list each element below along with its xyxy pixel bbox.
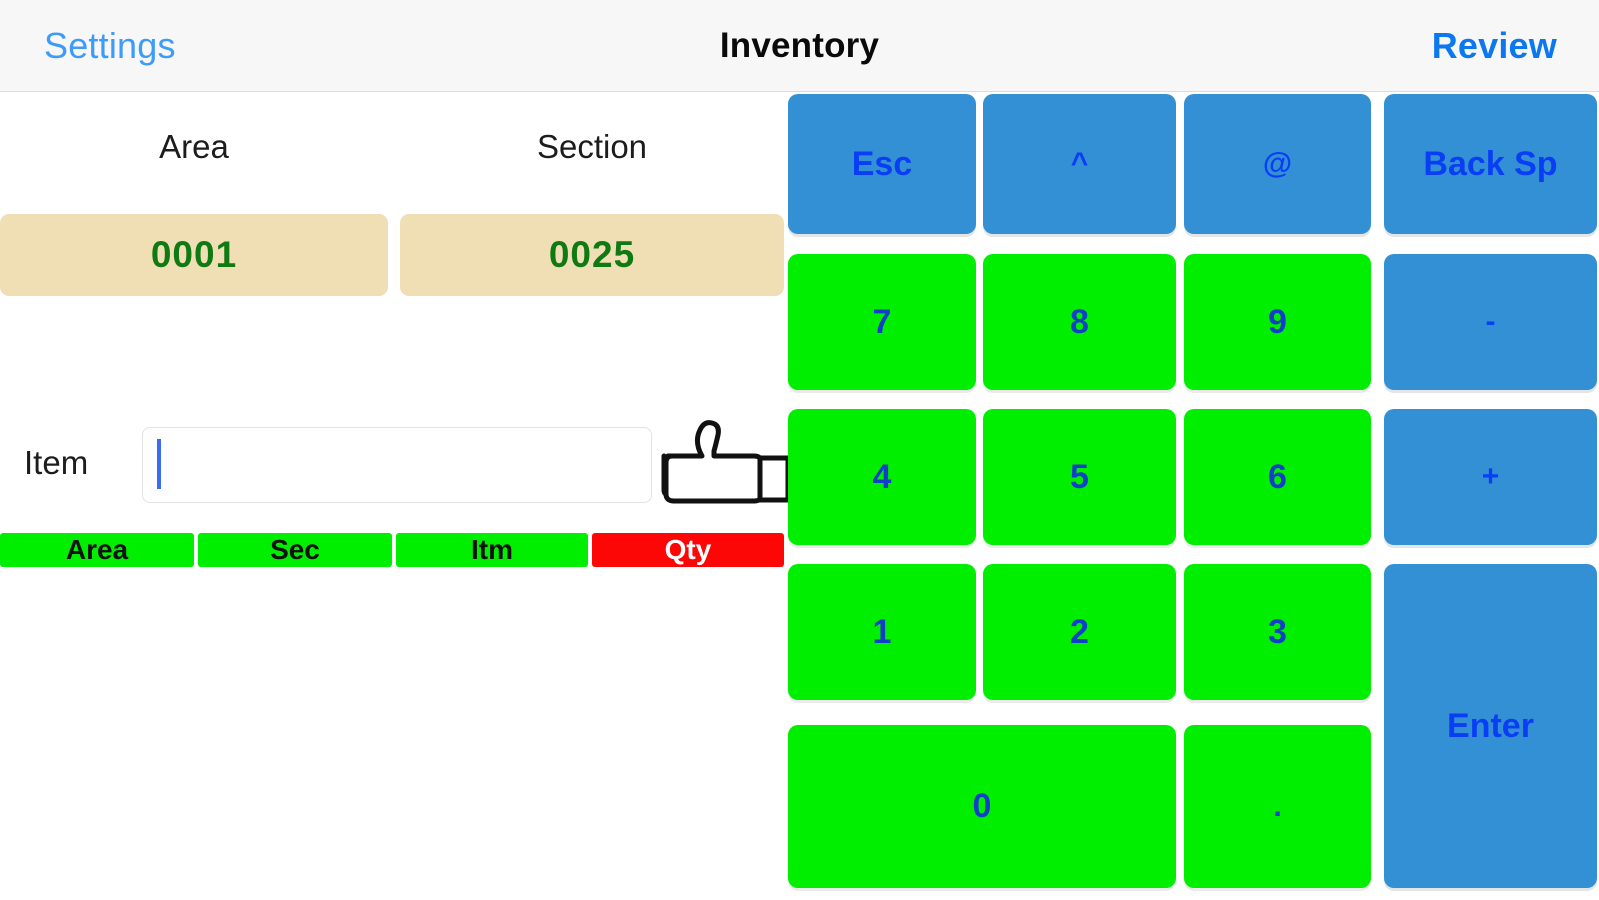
key-5[interactable]: 5: [983, 409, 1176, 545]
status-segment-area[interactable]: Area: [0, 533, 194, 567]
area-label: Area: [159, 128, 229, 165]
key-0[interactable]: 0: [788, 725, 1176, 888]
status-segment-itm[interactable]: Itm: [395, 533, 588, 567]
key-8[interactable]: 8: [983, 254, 1176, 390]
key-7[interactable]: 7: [788, 254, 976, 390]
key-esc[interactable]: Esc: [788, 94, 976, 234]
section-value-field[interactable]: 0025: [400, 214, 784, 296]
status-segment-sec[interactable]: Sec: [197, 533, 392, 567]
key-decimal[interactable]: .: [1184, 725, 1371, 888]
settings-button[interactable]: Settings: [44, 24, 176, 66]
item-label: Item: [24, 444, 89, 481]
key-backminussp[interactable]: Back Sp: [1384, 94, 1597, 234]
key-2[interactable]: 2: [983, 564, 1176, 700]
key-3[interactable]: 3: [1184, 564, 1371, 700]
key-minus[interactable]: -: [1384, 254, 1597, 390]
key-4[interactable]: 4: [788, 409, 976, 545]
status-segment-qty[interactable]: Qty: [591, 533, 784, 567]
key-enter[interactable]: Enter: [1384, 564, 1597, 888]
key-6[interactable]: 6: [1184, 409, 1371, 545]
item-input[interactable]: [142, 427, 652, 503]
section-label: Section: [536, 128, 648, 165]
text-caret: [157, 439, 161, 489]
key-caret[interactable]: ^: [983, 94, 1176, 234]
key-1[interactable]: 1: [788, 564, 976, 700]
area-value-field[interactable]: 0001: [0, 214, 388, 296]
review-button[interactable]: Review: [1431, 24, 1557, 66]
key-at[interactable]: @: [1184, 94, 1371, 234]
navigation-bar: Settings Inventory Review: [0, 0, 1599, 92]
key-9[interactable]: 9: [1184, 254, 1371, 390]
key-plus[interactable]: +: [1384, 409, 1597, 545]
page-title: Inventory: [719, 25, 880, 65]
